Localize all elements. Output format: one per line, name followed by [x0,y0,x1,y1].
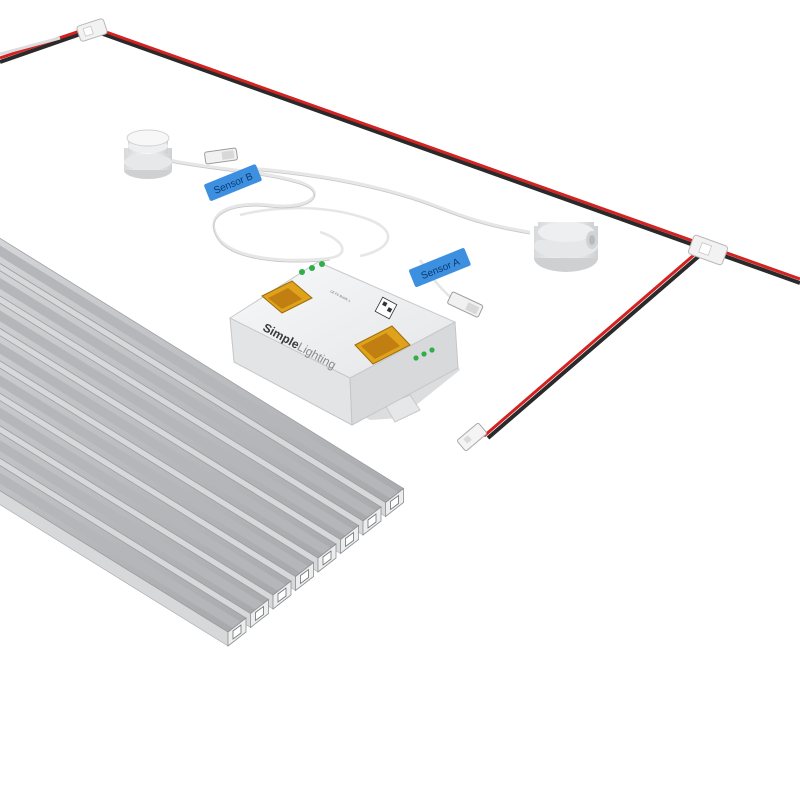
qr-code-icon [374,296,398,320]
twin-wire-top [0,25,800,285]
motion-sensor-b [124,129,172,179]
twin-wire-branch [483,246,708,440]
aluminium-profile-stack [0,237,405,647]
sensor-plug-b [204,147,238,165]
motion-sensor-a [534,222,598,272]
sensor-plug-a [447,291,484,318]
wire-splitter-connector-right [688,234,728,266]
aluminium-profile-bar [0,465,247,647]
sensor-cables [169,158,531,307]
motion-controller-box: CE FC RoHS ⚠ SimpleLighting [228,261,460,426]
sensor-a-tag: Sensor A [409,248,471,287]
wire-splitter-connector-left [76,18,108,42]
wire-end-plug [457,422,487,452]
